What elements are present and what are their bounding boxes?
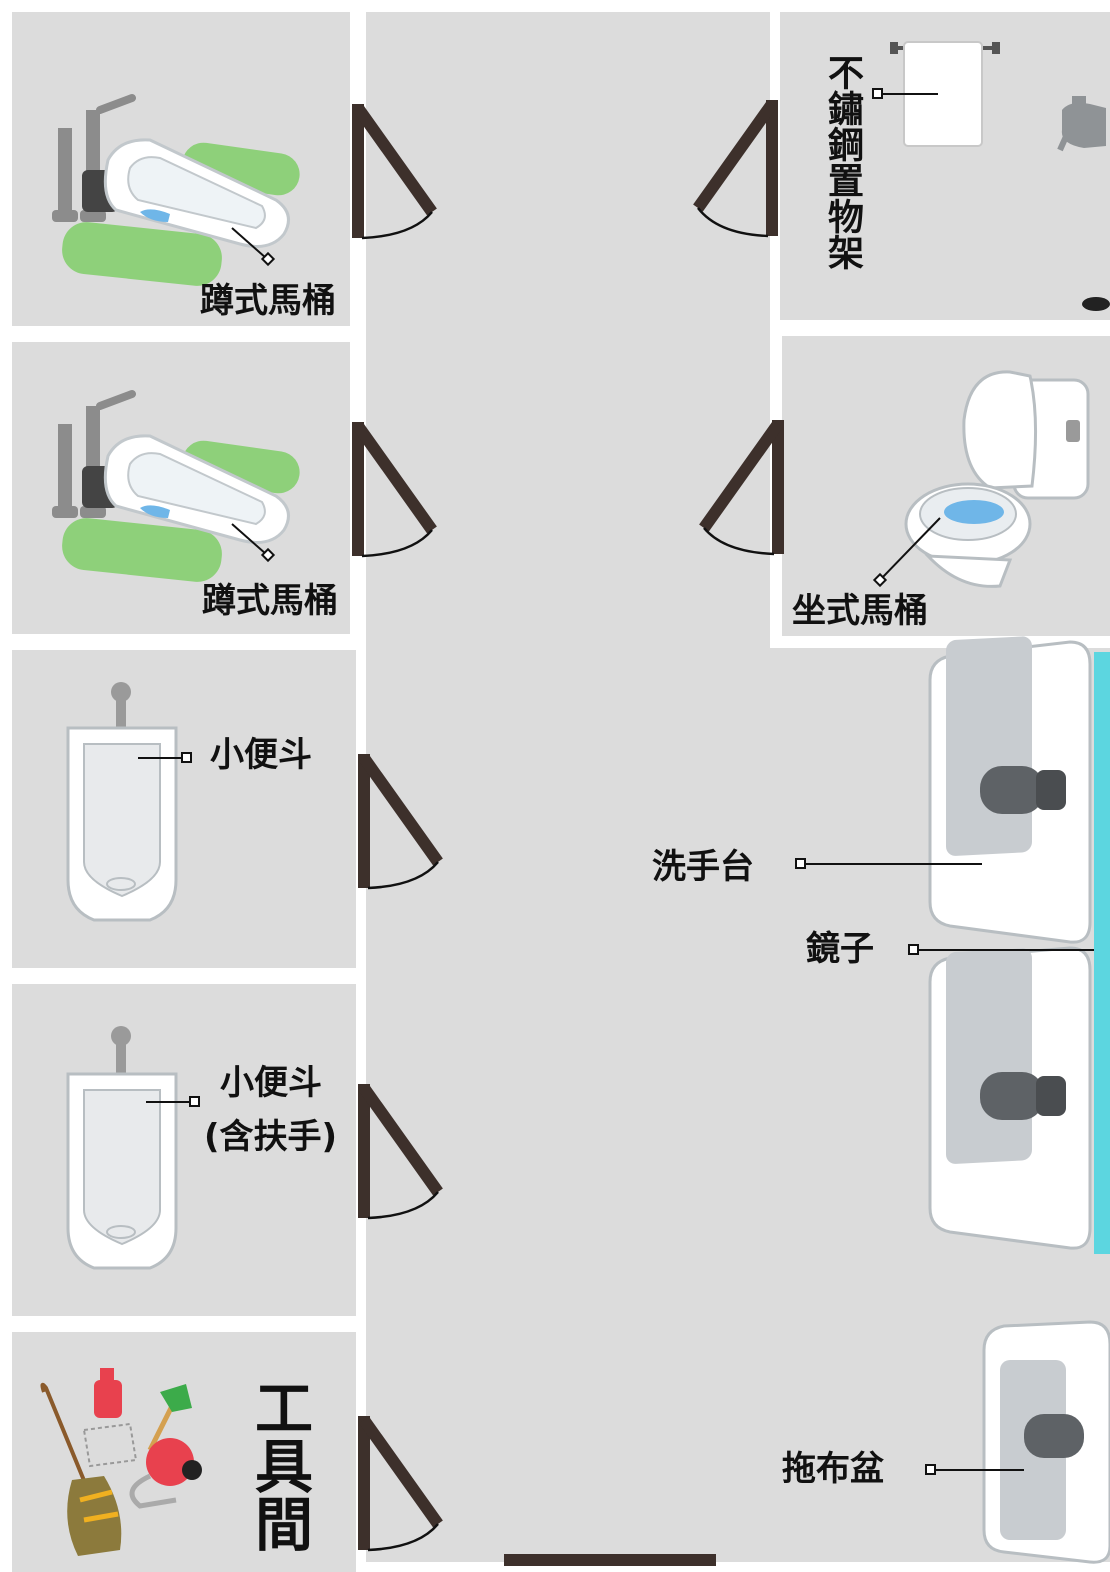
door-symbol: [352, 422, 437, 558]
mirror-leader-marker: [908, 944, 919, 955]
door-symbol: [699, 420, 784, 556]
sink-icon: [795, 636, 1092, 944]
urinal-icon: [66, 682, 192, 922]
label-squat-toilet: 蹲式馬桶: [200, 281, 336, 321]
label-mirror: 鏡子: [806, 929, 874, 969]
squat-toilet-icon: [52, 94, 300, 286]
entrance-door: [504, 1554, 716, 1566]
mirror: [1094, 652, 1110, 1254]
corridor-floor: [366, 12, 770, 1562]
faucet-icon: [1057, 96, 1106, 152]
label-squat-toilet: 蹲式馬桶: [202, 581, 338, 621]
floor-drain-icon: [1082, 297, 1110, 311]
sink-icon: [928, 946, 1092, 1250]
label-sink: 洗手台: [652, 847, 754, 887]
label-tool-room: 工具間: [245, 1378, 313, 1552]
squat-toilet-icon: [52, 390, 300, 582]
mop-sink-icon: [925, 1320, 1110, 1564]
label-urinal: 小便斗: [210, 735, 312, 775]
western-toilet-icon: [872, 370, 1090, 588]
towel-shelf-icon: [872, 41, 1000, 147]
door-symbol: [693, 100, 778, 238]
label-urinal-rail-note: (含扶手): [204, 1117, 338, 1157]
door-symbol: [358, 754, 443, 890]
label-sitting-toilet: 坐式馬桶: [792, 591, 928, 631]
door-symbol: [358, 1416, 443, 1552]
label-mop-sink: 拖布盆: [782, 1449, 884, 1489]
label-shelf: 不鏽鋼置物架: [822, 54, 863, 270]
label-urinal-rail: 小便斗: [220, 1063, 322, 1103]
door-symbol: [352, 104, 437, 240]
urinal-icon: [66, 1026, 200, 1270]
cleaning-tools-icon: [40, 1368, 202, 1556]
door-symbol: [358, 1084, 443, 1220]
